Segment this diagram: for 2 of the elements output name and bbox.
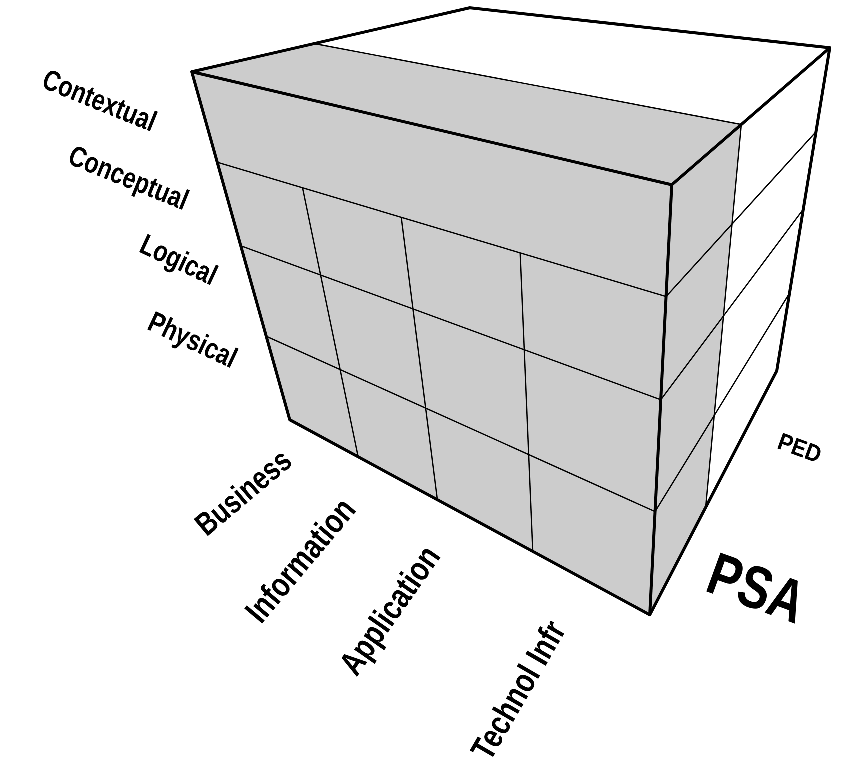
layer-label: PSA — [706, 552, 798, 624]
layer-label: PED — [778, 433, 821, 462]
